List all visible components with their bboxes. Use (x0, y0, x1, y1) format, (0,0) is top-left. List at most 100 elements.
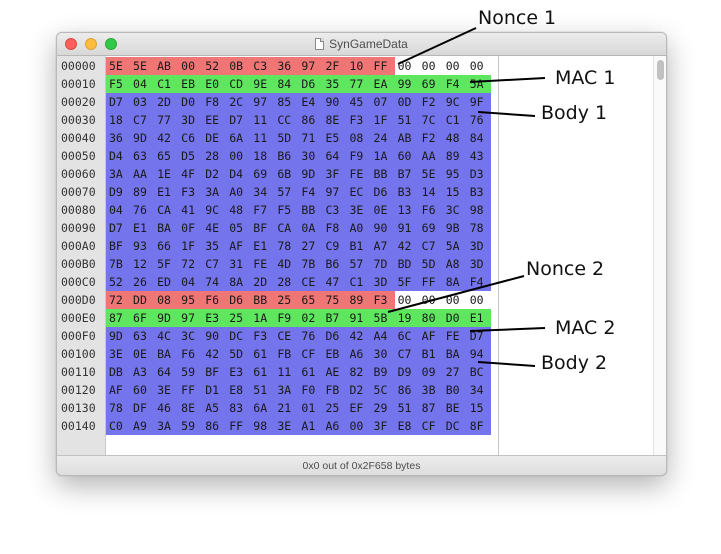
hex-byte-mac[interactable]: 02 (298, 309, 323, 327)
hex-byte-body[interactable]: CE (274, 327, 299, 345)
hex-byte-body[interactable]: 3D (466, 255, 492, 273)
hex-byte-body[interactable]: 6A (226, 129, 251, 147)
hex-byte-body[interactable]: C6 (178, 129, 203, 147)
hex-byte-body[interactable]: 60 (394, 147, 420, 165)
hex-byte-body[interactable]: 0E (130, 345, 155, 363)
hex-byte-body[interactable]: 25 (322, 399, 347, 417)
hex-byte-body[interactable]: F4 (298, 183, 323, 201)
hex-byte-body[interactable]: 8E (178, 399, 203, 417)
hex-byte-body[interactable]: 90 (202, 327, 227, 345)
hex-byte-body[interactable]: FB (322, 381, 347, 399)
hex-byte-mac[interactable]: 80 (418, 309, 444, 327)
hex-byte-body[interactable]: 9D (130, 129, 155, 147)
hex-byte-body[interactable]: EE (202, 111, 227, 129)
hex-byte-body[interactable]: C9 (322, 237, 347, 255)
hex-byte-nonce[interactable]: 0B (226, 57, 251, 75)
hex-byte-body[interactable]: F5 (274, 201, 299, 219)
hex-byte-body[interactable]: BC (466, 363, 492, 381)
hex-byte-body[interactable]: 77 (154, 111, 179, 129)
hex-byte-nonce[interactable]: BB (250, 291, 275, 309)
hex-byte-body[interactable]: 12 (130, 255, 155, 273)
hex-byte-body[interactable]: 3D (370, 273, 396, 291)
hex-byte-mac[interactable]: C1 (154, 75, 179, 93)
hex-byte-body[interactable]: 6B (274, 165, 299, 183)
hex-byte-empty[interactable]: 00 (466, 57, 492, 75)
hex-byte-body[interactable]: 76 (466, 111, 492, 129)
hex-byte-nonce[interactable]: 89 (346, 291, 372, 309)
hex-byte-nonce[interactable]: 36 (274, 57, 299, 75)
hex-byte-mac[interactable]: D0 (442, 309, 468, 327)
hex-byte-nonce[interactable]: 08 (154, 291, 179, 309)
hex-byte-body[interactable]: A4 (370, 327, 396, 345)
hex-byte-body[interactable]: FF (178, 381, 203, 399)
hex-byte-body[interactable]: 9F (466, 93, 492, 111)
hex-byte-body[interactable]: 83 (226, 399, 251, 417)
hex-byte-nonce[interactable]: F6 (202, 291, 227, 309)
hex-byte-body[interactable]: 3A (274, 381, 299, 399)
hex-byte-body[interactable]: 51 (250, 381, 275, 399)
hex-byte-mac[interactable]: 99 (394, 75, 420, 93)
hex-byte-body[interactable]: 01 (298, 399, 323, 417)
hex-byte-body[interactable]: 59 (178, 417, 203, 435)
hex-byte-body[interactable]: C1 (442, 111, 468, 129)
hex-byte-body[interactable]: 3E (274, 417, 299, 435)
hex-byte-body[interactable]: 3C (178, 327, 203, 345)
ascii-pane[interactable] (498, 56, 654, 455)
hex-byte-body[interactable]: 11 (274, 363, 299, 381)
hex-byte-body[interactable]: 71 (298, 129, 323, 147)
hex-byte-body[interactable]: 1F (178, 237, 203, 255)
minimize-button[interactable] (85, 38, 97, 50)
hex-byte-body[interactable]: 31 (226, 255, 251, 273)
hex-byte-body[interactable]: 66 (154, 237, 179, 255)
hex-byte-body[interactable]: B3 (466, 183, 492, 201)
hex-byte-nonce[interactable]: 00 (178, 57, 203, 75)
hex-byte-body[interactable]: 3E (346, 201, 372, 219)
hex-byte-body[interactable]: F9 (346, 147, 372, 165)
hex-byte-body[interactable]: B0 (442, 381, 468, 399)
hex-byte-body[interactable]: CE (298, 273, 323, 291)
hex-byte-mac[interactable]: 6F (130, 309, 155, 327)
hex-byte-body[interactable]: 76 (298, 327, 323, 345)
hex-byte-body[interactable]: 35 (202, 237, 227, 255)
hex-byte-nonce[interactable]: 95 (178, 291, 203, 309)
hex-byte-body[interactable]: DF (130, 399, 155, 417)
hex-byte-body[interactable]: 90 (370, 219, 396, 237)
hex-byte-body[interactable]: 00 (226, 147, 251, 165)
hex-byte-body[interactable]: F2 (418, 129, 444, 147)
hex-byte-body[interactable]: A0 (226, 183, 251, 201)
hex-byte-body[interactable]: 78 (274, 237, 299, 255)
hex-byte-mac[interactable]: 91 (346, 309, 372, 327)
hex-byte-mac[interactable]: 69 (418, 75, 444, 93)
hex-byte-body[interactable]: C7 (394, 345, 420, 363)
hex-byte-body[interactable]: 2D (154, 93, 179, 111)
hex-byte-body[interactable]: 13 (394, 201, 420, 219)
hex-byte-body[interactable]: B6 (274, 147, 299, 165)
hex-byte-body[interactable]: 28 (202, 147, 227, 165)
hex-byte-body[interactable]: D4 (226, 165, 251, 183)
hex-byte-mac[interactable]: CD (226, 75, 251, 93)
hex-byte-body[interactable]: 29 (370, 399, 396, 417)
hex-byte-body[interactable]: 30 (298, 147, 323, 165)
hex-byte-body[interactable]: 72 (178, 255, 203, 273)
hex-byte-mac[interactable]: 77 (346, 75, 372, 93)
hex-byte-body[interactable]: 64 (154, 363, 179, 381)
hex-byte-body[interactable]: 95 (442, 165, 468, 183)
hex-byte-mac[interactable]: E3 (202, 309, 227, 327)
hex-byte-mac[interactable]: E1 (466, 309, 492, 327)
hex-byte-body[interactable]: 3F (322, 165, 347, 183)
hex-byte-body[interactable]: A9 (130, 417, 155, 435)
hex-byte-body[interactable]: D7 (226, 111, 251, 129)
hex-byte-body[interactable]: AF (418, 327, 444, 345)
hex-byte-mac[interactable]: EB (178, 75, 203, 93)
hex-byte-body[interactable]: FE (346, 165, 372, 183)
hex-byte-body[interactable]: DB (106, 363, 131, 381)
hex-byte-body[interactable]: 8F (466, 417, 492, 435)
hex-byte-body[interactable]: BF (106, 237, 131, 255)
hex-byte-body[interactable]: E4 (298, 93, 323, 111)
hex-byte-body[interactable]: 98 (466, 201, 492, 219)
hex-byte-body[interactable]: 09 (418, 363, 444, 381)
hex-byte-body[interactable]: 47 (322, 273, 347, 291)
hex-byte-body[interactable]: 65 (154, 147, 179, 165)
hex-byte-body[interactable]: F3 (250, 327, 275, 345)
